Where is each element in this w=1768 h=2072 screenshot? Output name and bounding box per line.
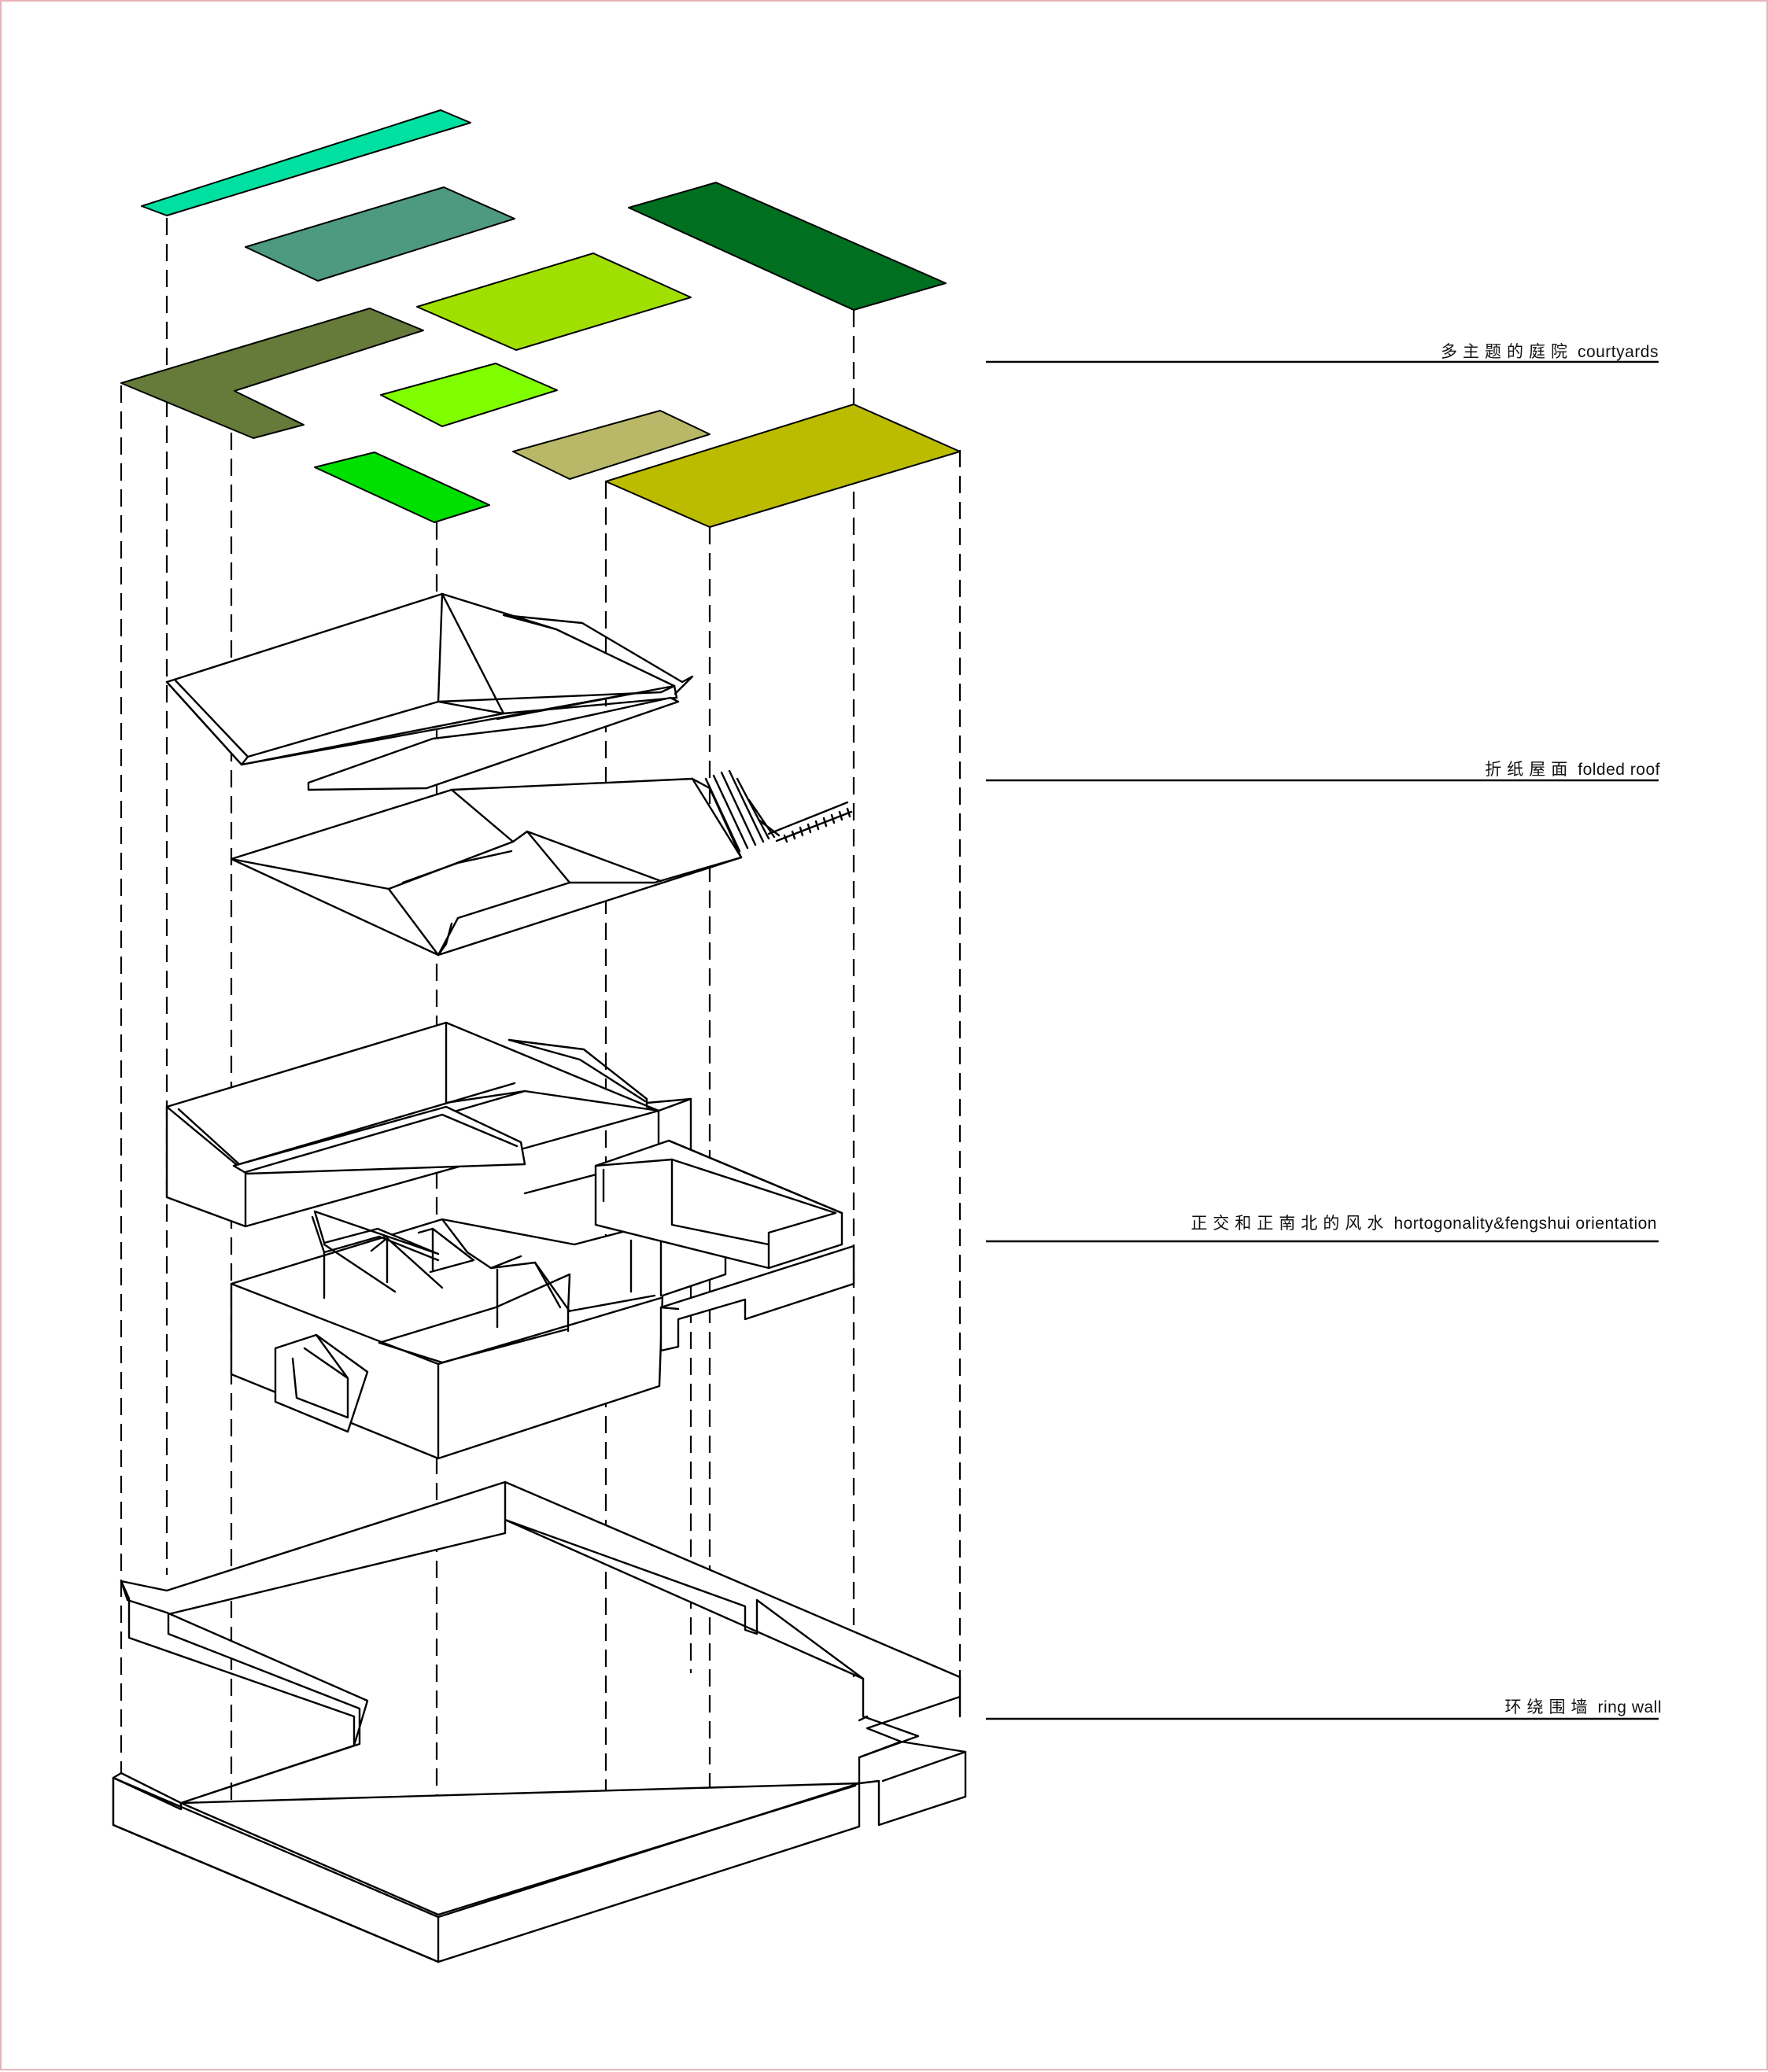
ring-wall: [112, 1480, 967, 1963]
leader-lines: [986, 360, 1659, 1720]
courtyard-slab: [628, 182, 947, 311]
folded-roof-lower: [230, 777, 743, 957]
courtyard-slab: [380, 363, 558, 427]
courtyard-slab: [512, 410, 711, 480]
courtyard-slab: [141, 109, 471, 216]
roof-stairs: [704, 769, 853, 853]
folded-roof-upper: [165, 592, 694, 791]
courtyard-slab: [605, 404, 961, 528]
east-pavilion: [594, 1139, 843, 1270]
courtyard-slab: [245, 186, 515, 282]
upper-building: [165, 1021, 692, 1228]
courtyard-slab: [314, 452, 490, 523]
connecting-wall: [659, 1244, 855, 1352]
lower-building: [230, 1204, 727, 1460]
courtyard-slab: [416, 253, 692, 351]
courtyard-slab: [120, 308, 424, 439]
courtyard-slabs: [120, 109, 961, 528]
